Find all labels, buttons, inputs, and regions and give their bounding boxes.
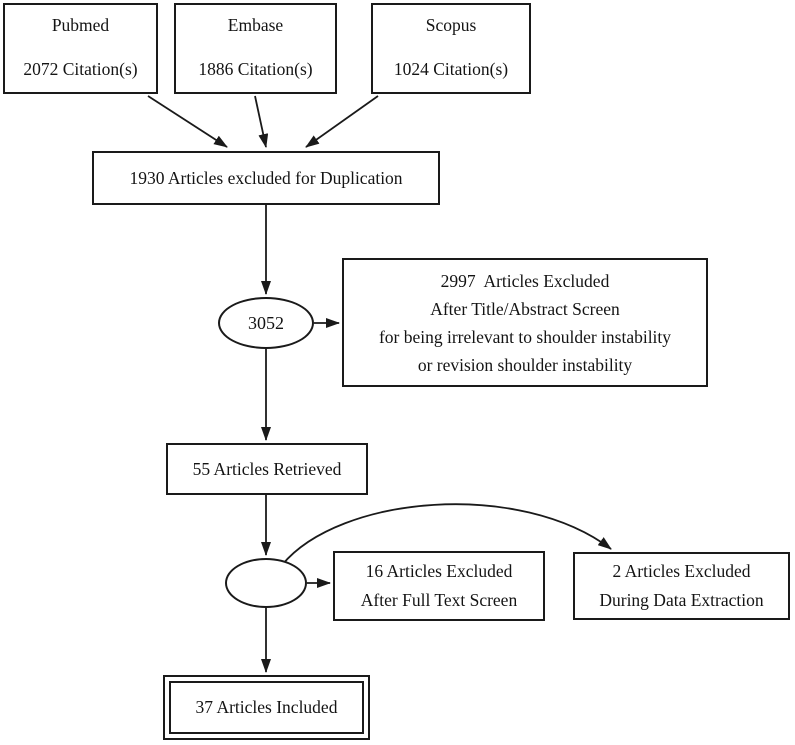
node-fulltext-junction [225, 558, 307, 608]
articles-included-inner-border: 37 Articles Included [169, 681, 364, 734]
scopus-citation-count: 1024 Citation(s) [393, 59, 509, 79]
node-data-extraction-excluded: 2 Articles Excluded During Data Extracti… [573, 552, 790, 620]
fulltext-excluded-line2: After Full Text Screen [360, 590, 518, 610]
arrow-embase-to-duplication [254, 95, 269, 148]
embase-citation-count: 1886 Citation(s) [198, 59, 313, 79]
arrow-scopus-to-duplication [305, 95, 379, 148]
pubmed-citation-count: 2072 Citation(s) [23, 59, 138, 79]
node-fulltext-excluded: 16 Articles Excluded After Full Text Scr… [333, 551, 545, 621]
embase-title: Embase [227, 15, 284, 35]
node-articles-retrieved: 55 Articles Retrieved [166, 443, 368, 495]
title-abstract-excluded-line4: or revision shoulder instability [417, 354, 633, 375]
node-title-abstract-excluded: 2997 Articles Excluded After Title/Abstr… [342, 258, 708, 387]
title-abstract-excluded-line1: 2997 Articles Excluded [440, 270, 610, 291]
node-duplication-excluded: 1930 Articles excluded for Duplication [92, 151, 440, 205]
title-abstract-excluded-line2: After Title/Abstract Screen [430, 298, 620, 319]
arrow-fulltext-junction-to-data-extraction-excluded [281, 503, 612, 566]
arrow-pubmed-to-duplication [147, 95, 228, 148]
title-abstract-excluded-line3: for being irrelevant to shoulder instabi… [378, 326, 672, 347]
pubmed-title: Pubmed [51, 15, 110, 35]
title-abstract-screen-total-label: 3052 [248, 312, 284, 333]
articles-included-label: 37 Articles Included [195, 697, 338, 717]
node-articles-included: 37 Articles Included [163, 675, 370, 740]
node-scopus: Scopus 1024 Citation(s) [371, 3, 531, 94]
articles-retrieved-label: 55 Articles Retrieved [192, 458, 342, 479]
scopus-title: Scopus [425, 15, 477, 35]
fulltext-excluded-line1: 16 Articles Excluded [365, 561, 513, 581]
data-extraction-excluded-line1: 2 Articles Excluded [612, 561, 751, 581]
node-embase: Embase 1886 Citation(s) [174, 3, 337, 94]
duplication-excluded-label: 1930 Articles excluded for Duplication [129, 167, 403, 188]
data-extraction-excluded-line2: During Data Extraction [599, 590, 764, 610]
node-pubmed: Pubmed 2072 Citation(s) [3, 3, 158, 94]
node-title-abstract-screen-total: 3052 [218, 297, 314, 349]
